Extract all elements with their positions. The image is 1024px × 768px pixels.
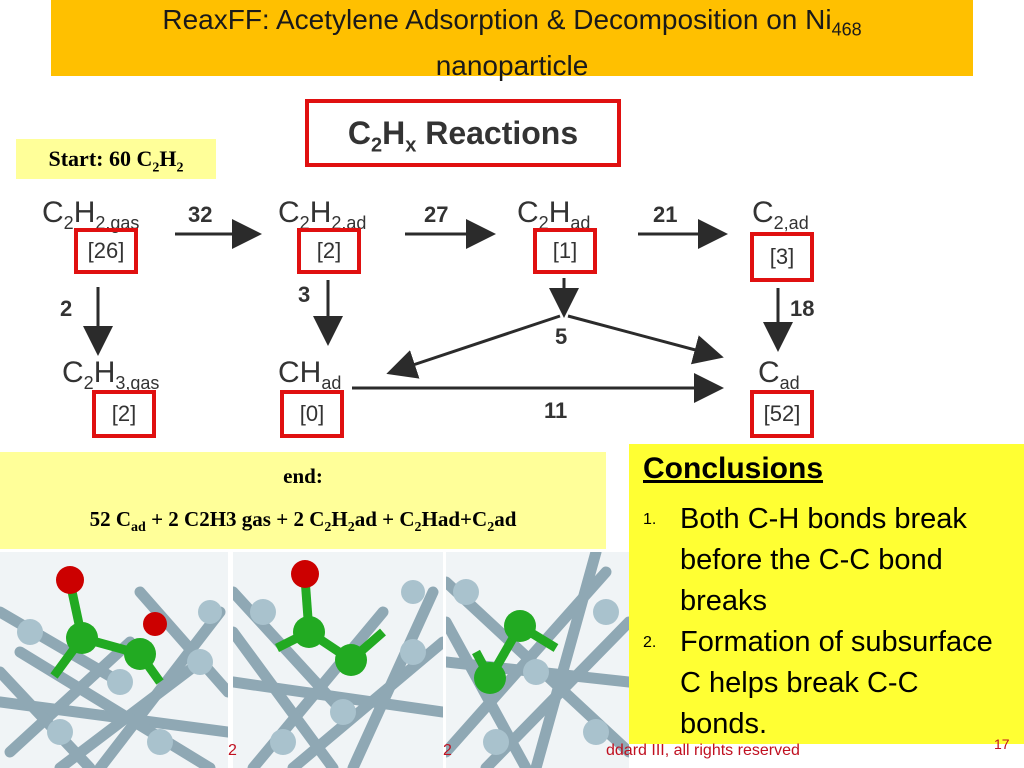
start-mid: H (159, 146, 177, 171)
rate-label-8: 11 (544, 398, 568, 423)
conclusion-item: 2. Formation of subsurface C helps break … (643, 622, 1010, 745)
conclusion-num: 2. (643, 634, 657, 651)
rh-rest: Reactions (416, 115, 579, 151)
conclusion-text: Formation of subsurface C helps break C-… (680, 626, 993, 740)
page-number: 17 (994, 736, 1010, 752)
conclusions-heading: Conclusions (643, 452, 824, 485)
species-c2h3-gas: C2H3,gas (62, 356, 160, 393)
rate-label-3: 21 (653, 202, 678, 227)
molecule-image-2 (233, 552, 443, 768)
conclusions-box: Conclusions 1. Both C-H bonds break befor… (629, 444, 1024, 744)
count-ch-ad: [0] (280, 390, 344, 438)
footer-copyright: ddard III, all rights reserved (606, 742, 800, 759)
end-box: end: 52 Cad + 2 C2H3 gas + 2 C2H2ad + C2… (0, 452, 606, 549)
start-label: Start: 60 C2H2 (16, 139, 216, 179)
arrow-split-to-chad (386, 314, 561, 379)
start-sub1: 2 (152, 160, 160, 176)
footer-fragment-1: 2 (228, 742, 237, 759)
start-sub2: 2 (176, 160, 184, 176)
rate-label-1: 32 (188, 202, 213, 227)
end-label: end: (283, 464, 323, 488)
count-c2-ad: [3] (750, 232, 814, 282)
rate-label-6: 18 (790, 296, 815, 321)
reactions-header: C2Hx Reactions (305, 99, 621, 167)
rh-s1: 2 (370, 134, 383, 157)
count-c2h3-gas: [2] (92, 390, 156, 438)
rh-s2: x (405, 134, 417, 157)
species-ch-ad: CHad (278, 356, 342, 393)
species-c2h-ad: C2Had (517, 196, 591, 233)
title-line1: ReaxFF: Acetylene Adsorption & Decomposi… (162, 4, 832, 35)
slide-title: ReaxFF: Acetylene Adsorption & Decomposi… (51, 0, 973, 81)
count-c2h2-ad: [2] (297, 228, 361, 274)
species-c2-ad: C2,ad (752, 196, 809, 233)
molecule-image-3 (446, 552, 629, 768)
title-sub: 468 (831, 19, 862, 40)
conclusion-text: Both C-H bonds break before the C-C bond… (680, 503, 967, 617)
rate-label-7: 5 (555, 324, 568, 349)
end-equation: 52 Cad + 2 C2H3 gas + 2 C2H2ad + C2Had+C… (89, 507, 517, 536)
species-c-ad: Cad (758, 356, 800, 393)
rh-c: C (347, 115, 371, 151)
rate-label-2: 27 (424, 202, 449, 227)
start-text: Start: 60 C (48, 146, 153, 171)
molecule-image-1 (0, 552, 228, 768)
conclusion-num: 1. (643, 511, 657, 528)
rate-label-4: 2 (60, 296, 73, 321)
rh-h: H (382, 115, 406, 151)
conclusion-item: 1. Both C-H bonds break before the C-C bo… (643, 499, 1010, 622)
count-c-ad: [52] (750, 390, 814, 438)
count-c2h2-gas: [26] (74, 228, 138, 274)
count-c2h-ad: [1] (533, 228, 597, 274)
footer-fragment-2: 2 (443, 742, 452, 759)
arrow-split-to-cad (567, 314, 724, 365)
rate-label-5: 3 (298, 282, 311, 307)
title-line2: nanoparticle (435, 49, 589, 81)
